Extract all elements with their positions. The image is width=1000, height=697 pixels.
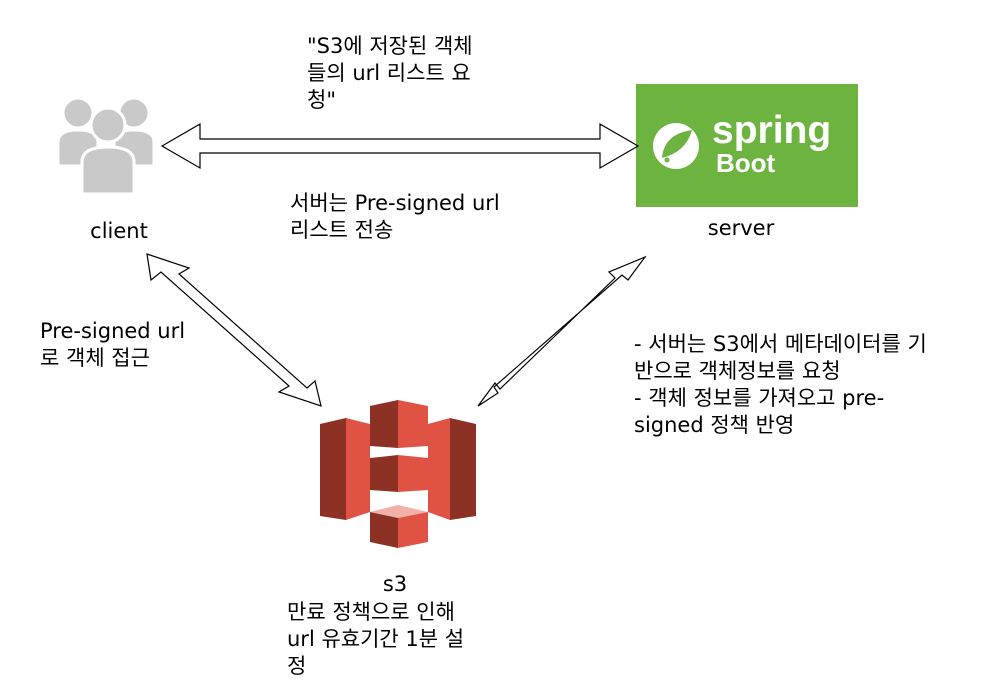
s3-label: s3 xyxy=(382,572,408,596)
arrow-client-s3 xyxy=(146,253,322,407)
s3-expiry-note: 만료 정책으로 인해 url 유효기간 1분 설 정 xyxy=(287,600,465,678)
spring-boot-logo: spring Boot xyxy=(636,84,858,207)
client-label: client xyxy=(90,219,148,243)
users-icon xyxy=(56,96,156,196)
client-s3-note: Pre-signed url 로 객체 접근 xyxy=(40,319,186,370)
response-note: 서버는 Pre-signed url 리스트 전송 xyxy=(290,191,500,242)
server-label: server xyxy=(707,216,775,240)
aws-s3-icon xyxy=(320,400,476,548)
server-s3-note: - 서버는 S3에서 메타데이터를 기 반으로 객체정보를 요청 - 객체 정보… xyxy=(634,332,927,437)
arrow-client-server xyxy=(160,122,640,170)
logo-word-spring: spring xyxy=(712,109,831,152)
request-note: "S3에 저장된 객체 들의 url 리스트 요 청" xyxy=(307,34,473,112)
logo-word-boot: Boot xyxy=(716,148,776,178)
arrow-server-s3 xyxy=(477,255,647,407)
